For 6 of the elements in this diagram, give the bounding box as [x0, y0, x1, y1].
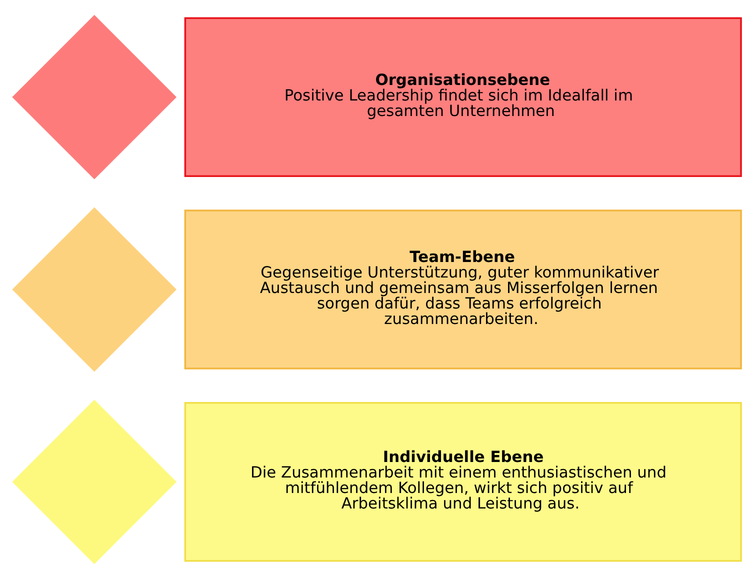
node-box: Individuelle Ebene Die Zusammenarbeit mit einem enthusiastischen und mitfühlendem Kollegen, wirkt sich positiv auf Arbeitsklima und Leistung aus.: [184, 402, 742, 562]
node-box: Team-Ebene Gegenseitige Unterstützung, guter kommunikativer Austausch und gemeinsam aus Misserfolgen lernen sorgen dafür, dass Teams erfolgreich zusammenarbeiten.: [184, 210, 742, 370]
node-diamond: [12, 14, 177, 180]
node-box: Organisationsebene Positive Leadership findet sich im Idealfall im gesamten Unternehmen: [184, 17, 742, 177]
node-diamond: [12, 400, 177, 564]
node-diamond: [12, 207, 177, 372]
